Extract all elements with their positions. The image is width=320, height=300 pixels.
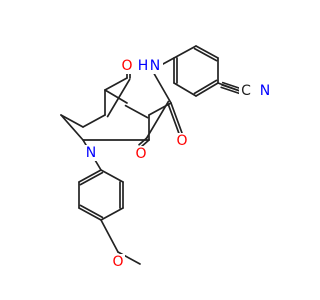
- bond-C7-C8: [60, 114, 84, 128]
- bond-Ar1-Ar2: [173, 45, 197, 59]
- atom-n-ring-label: N: [86, 145, 96, 161]
- bond-Pm3-Pm4: [100, 207, 124, 221]
- atom-o-keto: O: [120, 58, 134, 74]
- bond-double-Pm6-Pm1: [79, 171, 104, 186]
- bond-C5-C4a: [104, 77, 128, 91]
- bond-Ar2-Ar3: [195, 45, 219, 59]
- bond-triple-nitrile-a: [221, 84, 241, 92]
- atom-n-amide-label: N: [150, 58, 160, 74]
- bond-lactam-o: [140, 139, 150, 148]
- bond-Pm4-Pm5: [78, 207, 102, 221]
- atom-o-lactam-label: O: [135, 146, 146, 162]
- atom-c-nitrile-label: C: [241, 83, 251, 99]
- bond-double-Ar4-Ar5: [193, 79, 218, 95]
- bond-Pm6-Pm1: [78, 169, 102, 183]
- bond-triple-nitrile-b: [220, 86, 241, 95]
- bond-double-Ar2-Ar3: [193, 47, 218, 62]
- bond-triple-nitrile-c: [221, 81, 242, 90]
- atom-o-methoxy-label: O: [112, 254, 123, 270]
- bond-double-Pm4-Pm5: [79, 204, 104, 219]
- bond-Pm4-OMe: [100, 219, 119, 253]
- bond-lactam-o-double: [138, 136, 148, 146]
- molecule-diagram: O H N O C N: [60, 45, 272, 270]
- atom-n-amide: H N: [138, 58, 163, 74]
- bond-C8-C8a: [60, 114, 84, 141]
- molecule-structure-svg: O H N O C N: [60, 45, 272, 270]
- atom-h-amide-label: H: [138, 58, 149, 74]
- bond-amide-o-double: [167, 103, 181, 135]
- atom-o-methoxy: O: [111, 254, 125, 270]
- atom-o-amide: O: [175, 133, 189, 149]
- bond-Pm1-Pm2: [100, 169, 124, 183]
- bond-layer: [60, 45, 242, 265]
- atom-label-layer: O H N O C N: [84, 58, 272, 270]
- bond-double-C4-C3: [124, 104, 149, 119]
- bond-C6-C7: [82, 114, 106, 128]
- atom-o-amide-label: O: [176, 133, 187, 149]
- bond-C4a-C4: [104, 89, 128, 104]
- atom-c-nitrile: C: [239, 83, 253, 99]
- bond-C3-Cam: [148, 102, 172, 116]
- bond-amide-o: [170, 102, 183, 134]
- atom-o-lactam: O: [134, 146, 148, 162]
- atom-o-keto-label: O: [121, 58, 132, 74]
- bond-Ar4-Ar5: [195, 82, 219, 97]
- atom-n-nitrile: N: [258, 83, 272, 99]
- bond-double-C6-C5: [106, 78, 131, 118]
- bond-Cam-Nam: [151, 69, 172, 104]
- bond-double-Cam-C2: [145, 100, 170, 140]
- atom-n-ring: N: [84, 145, 98, 161]
- atom-n-nitrile-label: N: [260, 83, 270, 99]
- bond-Ar5-Ar6: [173, 82, 197, 97]
